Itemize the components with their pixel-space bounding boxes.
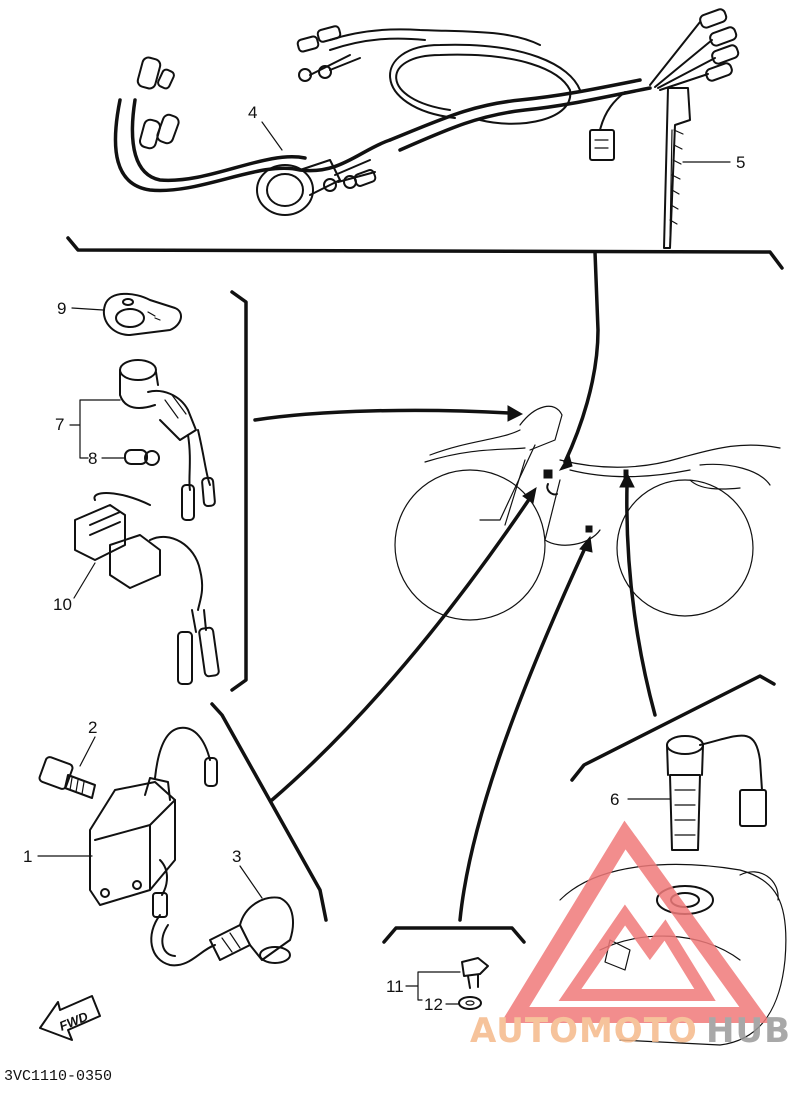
bolt <box>38 756 96 799</box>
group-bracket-bottom <box>382 926 526 944</box>
spark-plug-cap <box>150 896 294 967</box>
ignition-coil <box>89 726 218 918</box>
callout-10: 10 <box>53 595 72 614</box>
watermark-text-1: AUTOMOTO <box>470 1011 698 1051</box>
bulb <box>124 449 160 466</box>
callout-9: 9 <box>57 299 66 318</box>
leader-meter <box>625 483 657 717</box>
callout-1: 1 <box>23 847 32 866</box>
callout-2: 2 <box>88 718 97 737</box>
callout-8: 8 <box>88 449 97 468</box>
diagram-code: 3VC1110-0350 <box>4 1068 112 1085</box>
fwd-label: FWD <box>57 1009 91 1034</box>
callout-6: 6 <box>610 790 619 809</box>
sensor-cap <box>119 359 216 521</box>
leader-bolt <box>458 546 587 922</box>
leader-left-group <box>253 408 512 422</box>
plate <box>102 292 182 336</box>
washer <box>458 996 482 1010</box>
callout-12: 12 <box>424 995 443 1014</box>
callout-4: 4 <box>248 103 257 122</box>
fwd-arrow-icon: FWD <box>39 995 101 1041</box>
leader-coil <box>270 496 532 802</box>
callout-11: 11 <box>386 977 404 996</box>
callout-5: 5 <box>736 153 745 172</box>
cable-tie <box>663 87 691 249</box>
bolt-small <box>461 957 489 989</box>
fuel-level-sensor <box>666 734 767 851</box>
group-bracket-meter <box>570 674 776 782</box>
wire-harness <box>113 8 740 216</box>
leader-harness <box>563 250 600 464</box>
motorcycle-outline <box>394 405 781 621</box>
group-bracket-coil <box>210 702 328 922</box>
watermark-text-2: HUB <box>706 1011 791 1051</box>
callout-7: 7 <box>55 415 64 434</box>
callout-3: 3 <box>232 847 241 866</box>
relay-unit <box>74 492 220 685</box>
automotohub-watermark: AUTOMOTO HUB <box>470 820 791 1051</box>
group-bracket-left <box>230 290 248 692</box>
callout-labels: 4 5 9 7 8 10 2 1 3 6 11 12 <box>23 103 745 1014</box>
group-bracket-top <box>66 236 784 270</box>
